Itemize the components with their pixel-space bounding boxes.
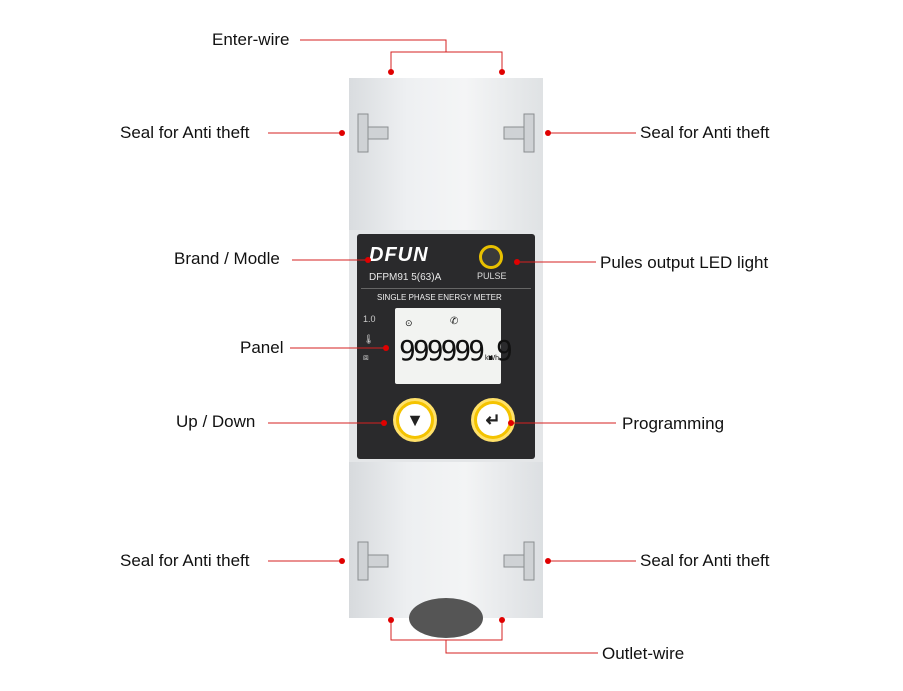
- model-text: DFPM91 5(63)A: [369, 272, 442, 283]
- panel-divider: [361, 288, 531, 289]
- pulse-text: PULSE: [477, 271, 507, 281]
- up-down-button[interactable]: ▼: [393, 398, 437, 442]
- meter-top-housing: [349, 78, 543, 230]
- outlet-wire-label: Outlet-wire: [602, 644, 685, 663]
- din-rail-clip: [409, 598, 483, 638]
- panel-label: Panel: [240, 338, 284, 357]
- up-down-label: Up / Down: [176, 412, 256, 431]
- brand-modle-label: Brand / Modle: [174, 249, 280, 268]
- chevron-down-icon: ▼: [399, 404, 431, 436]
- enter-wire-label: Enter-wire: [212, 30, 290, 49]
- class-mark: 1.0: [363, 314, 376, 324]
- seal-top-left-label: Seal for Anti theft: [120, 123, 250, 142]
- lcd-unit: kWh: [485, 355, 499, 362]
- target-icon: ⊙: [405, 318, 413, 328]
- double-square-icon: ⧈: [363, 352, 369, 362]
- seal-bottom-right-label: Seal for Anti theft: [640, 551, 770, 570]
- thermometer-icon: 🌡: [363, 334, 375, 344]
- seal-bottom-left-label: Seal for Anti theft: [120, 551, 250, 570]
- meter-bottom-housing: [349, 462, 543, 618]
- seal-top-right-label: Seal for Anti theft: [640, 123, 770, 142]
- phone-icon: ✆: [450, 316, 459, 327]
- programming-button[interactable]: ↵: [471, 398, 515, 442]
- pulse-led-icon: [479, 245, 503, 269]
- brand-logo: DFUN: [369, 244, 429, 266]
- pulse-led-label: Pules output LED light: [600, 253, 769, 272]
- enter-icon: ↵: [477, 404, 509, 436]
- lcd-display: ⊙ ✆ 999999.9 kWh: [395, 308, 513, 384]
- lcd-reading: 999999.9: [399, 334, 513, 367]
- programming-label: Programming: [622, 414, 725, 433]
- meter-subtitle: SINGLE PHASE ENERGY METER: [377, 293, 502, 302]
